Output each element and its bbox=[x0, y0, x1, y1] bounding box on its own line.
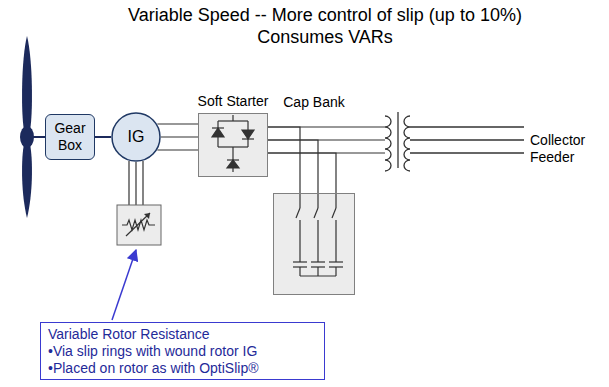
gear-box: Gear Box bbox=[45, 114, 95, 160]
callout-heading: Variable Rotor Resistance bbox=[48, 326, 317, 343]
node-label: Cap Bank bbox=[244, 94, 384, 111]
callout-box: Variable Rotor Resistance•Via slip rings… bbox=[40, 322, 325, 380]
turbine-rotor bbox=[20, 36, 45, 218]
feeder-label: Collector Feeder bbox=[530, 132, 604, 166]
cap-bank-fill bbox=[273, 193, 355, 295]
node-label: Soft Starter bbox=[169, 93, 297, 110]
node-label: Gear Box bbox=[46, 120, 94, 154]
capacitor-bank-symbols bbox=[293, 193, 343, 276]
callout-bullet: •Via slip rings with wound rotor IG bbox=[48, 343, 317, 360]
thyristor-symbols bbox=[212, 115, 254, 172]
cap-bank-box: Cap Bank bbox=[273, 193, 355, 295]
transformer-symbol bbox=[385, 112, 524, 171]
leader-arrow bbox=[112, 250, 136, 320]
power-line bbox=[157, 124, 198, 150]
node-label: IG bbox=[128, 127, 145, 146]
soft-starter-box: Soft Starter bbox=[198, 113, 268, 177]
title: Variable Speed -- More control of slip (… bbox=[100, 4, 550, 48]
soft-starter-fill bbox=[198, 113, 268, 177]
power-line bbox=[268, 127, 336, 193]
shaft-line bbox=[95, 136, 111, 138]
induction-generator: IG bbox=[111, 112, 161, 162]
variable-rotor-resistor bbox=[117, 161, 161, 245]
callout-bullet: •Placed on rotor as with OptiSlip® bbox=[48, 360, 317, 377]
